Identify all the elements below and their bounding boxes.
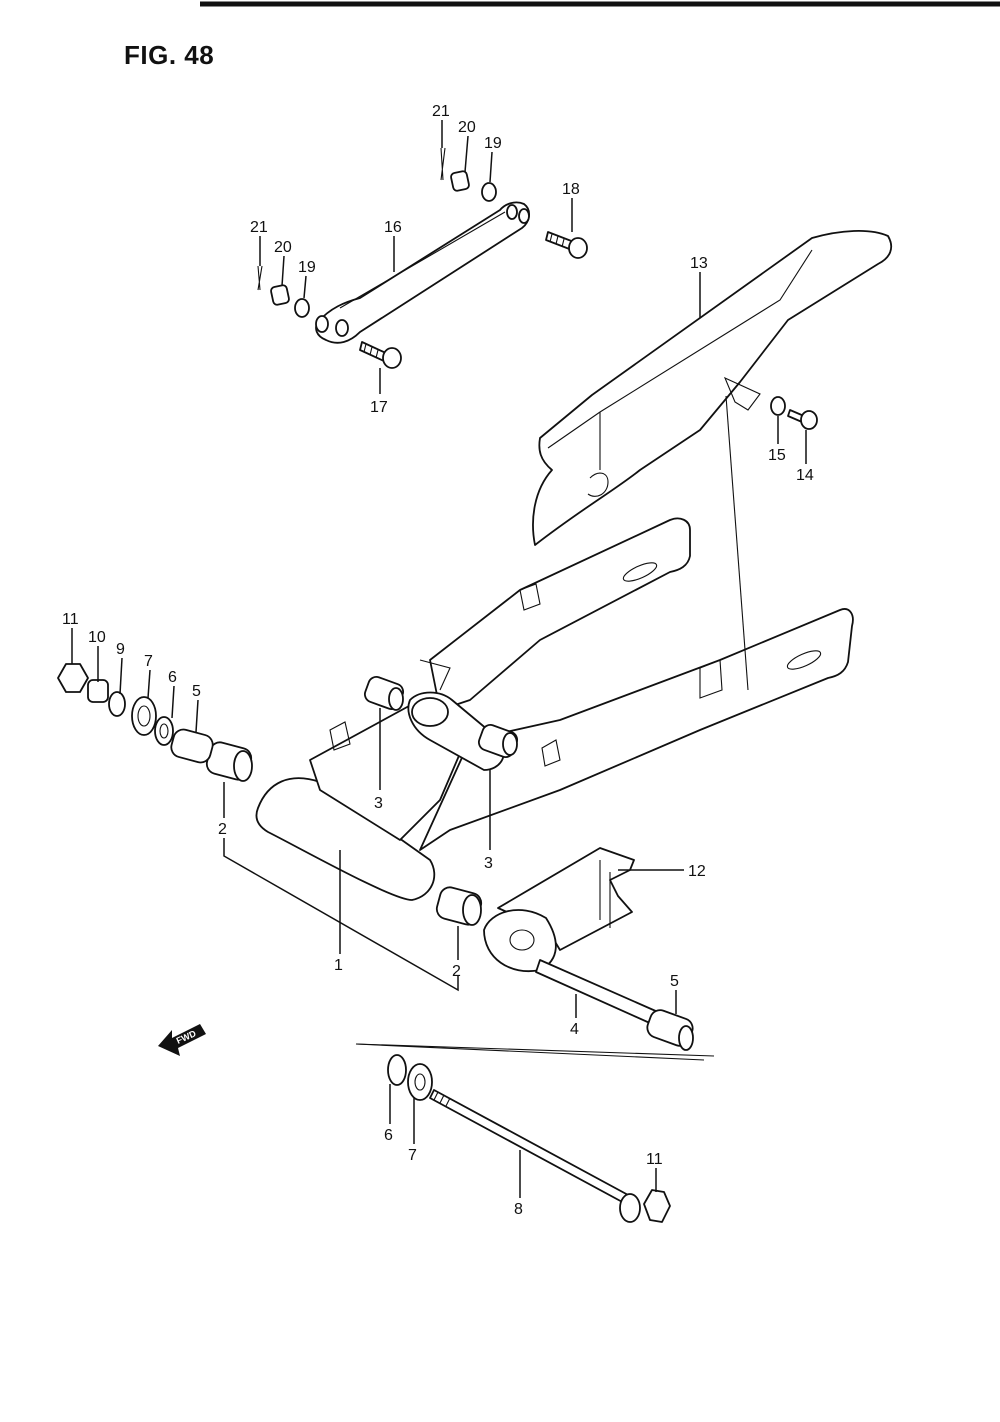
- bolt-part-18: [545, 231, 588, 259]
- lower-axle-group: [355, 1043, 715, 1223]
- callout-2: 2: [452, 963, 461, 980]
- callout-6: 6: [384, 1127, 393, 1144]
- bearing-part-2-left: [205, 741, 253, 782]
- washer-part-15: [770, 396, 786, 416]
- callout-4: 4: [570, 1021, 579, 1038]
- callout-15: 15: [768, 447, 786, 464]
- callout-1: 1: [334, 957, 343, 974]
- torque-rod-part: [315, 201, 530, 344]
- bolt-part-14: [787, 409, 818, 430]
- callout-19: 19: [484, 135, 502, 152]
- callout-3: 3: [374, 795, 383, 812]
- pivot-shaft-part-4: [535, 959, 659, 1025]
- callout-17: 17: [370, 399, 388, 416]
- callout-11: 11: [62, 611, 79, 628]
- callout-5: 5: [192, 683, 201, 700]
- swingarm-part: [255, 395, 854, 901]
- figure-title: FIG. 48: [124, 40, 215, 70]
- callout-21: 21: [432, 103, 450, 120]
- callout-21: 21: [250, 219, 268, 236]
- bearing-part-3-upper: [363, 675, 405, 711]
- callout-13: 13: [690, 255, 708, 272]
- chain-case-part: [532, 230, 892, 546]
- bearing-part-2-right: [435, 886, 483, 926]
- callout-5: 5: [670, 973, 679, 990]
- left-hardware-stack: [57, 663, 214, 764]
- callout-7: 7: [408, 1147, 417, 1164]
- hardware-upper-left: [257, 265, 310, 318]
- callout-18: 18: [562, 181, 580, 198]
- callout-2: 2: [218, 821, 227, 838]
- chain-slider-part: [483, 847, 635, 972]
- callout-6: 6: [168, 669, 177, 686]
- callout-7: 7: [144, 653, 153, 670]
- callout-20: 20: [458, 119, 476, 136]
- leader-lines: [71, 120, 807, 1198]
- callout-19: 19: [298, 259, 316, 276]
- callout-3: 3: [484, 855, 493, 872]
- callout-16: 16: [384, 219, 402, 236]
- callout-8: 8: [514, 1201, 523, 1218]
- callout-20: 20: [274, 239, 292, 256]
- callout-11: 11: [646, 1151, 663, 1168]
- callout-10: 10: [88, 629, 106, 646]
- bolt-part-17: [359, 341, 402, 369]
- callout-12: 12: [688, 863, 706, 880]
- bearing-part-3-lower: [477, 723, 519, 759]
- hardware-upper-right: [440, 147, 497, 202]
- callout-9: 9: [116, 641, 125, 658]
- spacer-part-5-right: [646, 1009, 694, 1051]
- callout-14: 14: [796, 467, 814, 484]
- callout-labels: 21 20 19 18 21 20 19 16 17 13 15 14 11 1…: [62, 103, 814, 1218]
- forward-direction-arrow: FWD: [158, 1024, 206, 1056]
